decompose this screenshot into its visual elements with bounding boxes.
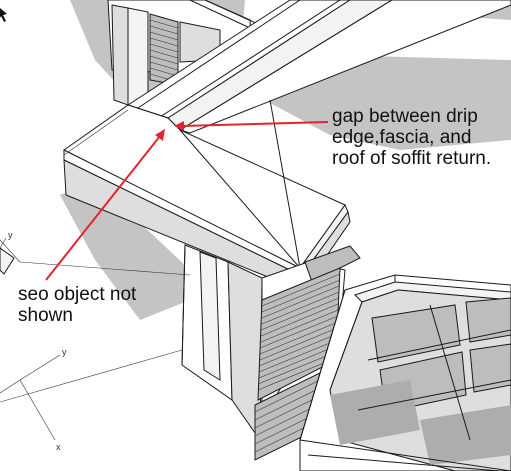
lower-y-axis-label: y bbox=[62, 347, 67, 357]
gap-annotation-arrow bbox=[174, 121, 329, 131]
upper-louvered-shutter bbox=[149, 13, 179, 86]
window-glass-panes bbox=[330, 297, 511, 465]
seo-annotation-text: seo object not shown bbox=[18, 284, 137, 326]
gap-annotation-text: gap between drip edge,fascia, and roof o… bbox=[332, 106, 492, 169]
lower-x-axis-label: x bbox=[56, 442, 61, 452]
upper-y-axis-label: y bbox=[8, 230, 13, 240]
fascia-beam bbox=[126, 0, 511, 134]
seo-annotation-arrow bbox=[45, 129, 165, 281]
guide-lines bbox=[0, 239, 191, 403]
mouse-pointer-icon bbox=[0, 8, 7, 22]
axis-marker-lower: y x bbox=[0, 347, 67, 452]
axis-marker-upper: y bbox=[0, 230, 15, 275]
window-frame bbox=[299, 274, 511, 471]
